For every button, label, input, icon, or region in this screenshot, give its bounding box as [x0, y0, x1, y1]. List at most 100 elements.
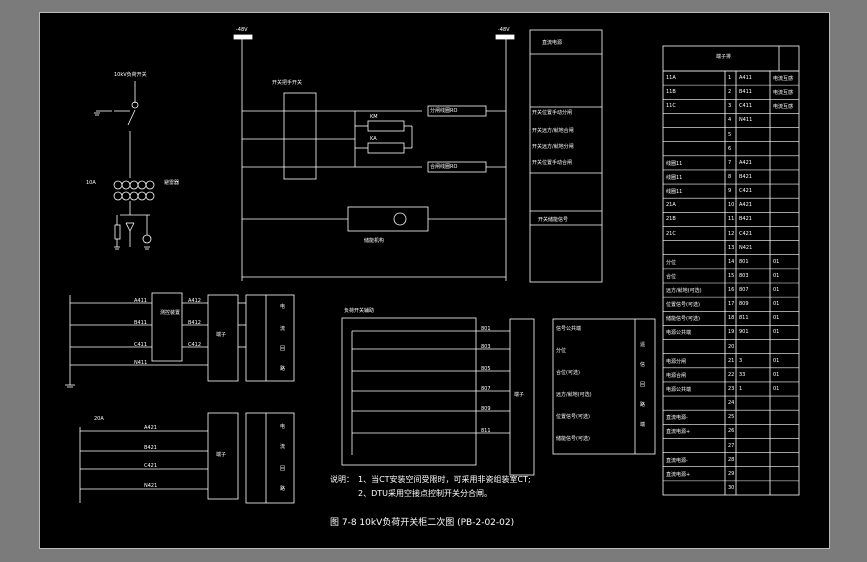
terminal-cell: 28	[728, 456, 735, 463]
signal-header: 直流电源	[542, 40, 563, 46]
sig-row-3: 远方/就地(可选)	[556, 392, 592, 398]
signal-row-2: 开关远方/就地合闸	[532, 128, 574, 134]
ct2-in-0: A421	[144, 425, 157, 431]
terminal-cell: C421	[739, 230, 753, 237]
ct1-out-1: B412	[188, 320, 201, 326]
schematic-lines	[65, 29, 800, 504]
bus-left-label: -48V	[236, 27, 248, 33]
terminal-cell: 4	[728, 117, 732, 124]
motor-label: 储能机构	[364, 238, 385, 244]
sig-side-4: 端	[640, 422, 646, 428]
sig-row-0: 信号公共端	[556, 326, 582, 332]
terminal-cell: A421	[739, 159, 752, 166]
terminal-cell: 33	[739, 371, 746, 378]
ct2-in-3: N421	[144, 483, 158, 489]
arrester-label: 避雷器	[164, 180, 180, 186]
bus-right-label: -48V	[498, 27, 510, 33]
terminal-cell: 直流电源+	[666, 471, 691, 478]
ct1-in-0: A411	[134, 298, 147, 304]
terminal-cell: 01	[773, 371, 780, 378]
aux-out-1: 803	[481, 344, 491, 350]
terminal-cell: B421	[739, 216, 752, 223]
terminal-cell: 3	[728, 103, 732, 110]
terminal-cell: A411	[739, 75, 752, 82]
sig-side-1: 信	[640, 362, 646, 368]
terminal-cell: 21A	[666, 202, 676, 209]
ct2-in-2: C421	[144, 463, 158, 469]
terminal-cell: 电流互感	[773, 76, 794, 83]
terminal-cell: 电流互感	[773, 104, 794, 111]
ct1-side-1: 流	[280, 326, 286, 332]
terminal-cell: 01	[773, 301, 780, 308]
aux-out-4: 809	[481, 406, 491, 412]
terminal-cell: 18	[728, 315, 735, 322]
ct2-side-0: 电	[280, 424, 286, 430]
terminal-cell: 储能信号(可选)	[666, 316, 700, 323]
terminal-cell: 26	[728, 428, 735, 435]
terminal-cell: 电源公共端	[666, 330, 692, 337]
sig-side-2: 回	[640, 382, 646, 388]
terminal-cell: 20	[728, 343, 735, 350]
ct2-term: 端子	[216, 452, 227, 458]
ct1-out-2: C412	[188, 342, 202, 348]
terminal-cell: 30	[728, 484, 735, 491]
terminal-cell: B411	[739, 89, 752, 96]
aux-out-5: 811	[481, 428, 491, 434]
aux-out-2: 805	[481, 366, 491, 372]
close-coil-label: 分闸线圈RO	[430, 108, 458, 114]
terminal-cell: 11A	[666, 75, 676, 82]
terminal-cell: 21B	[666, 216, 676, 223]
terminal-cell: 01	[773, 386, 780, 392]
ct1-side-2: 回	[280, 346, 286, 352]
terminal-cell: N421	[739, 244, 753, 251]
terminal-cell: 01	[773, 315, 780, 322]
ct1-out-0: A412	[188, 298, 201, 304]
terminal-cell: 27	[728, 442, 735, 449]
terminal-cell: C421	[739, 188, 753, 195]
terminal-cell: 线圈11	[666, 175, 683, 181]
terminal-cell: 803	[739, 272, 749, 279]
terminal-cell: 01	[773, 258, 780, 265]
terminal-cell: 分位	[666, 259, 677, 266]
sig-row-1: 分位	[556, 348, 567, 354]
terminal-cell: 901	[739, 329, 749, 336]
terminal-cell: 01	[773, 357, 780, 364]
terminal-cell: 10	[728, 202, 735, 209]
terminal-cell: 809	[739, 301, 749, 308]
ct-label: 10A	[86, 180, 96, 186]
terminal-cell: 线圈11	[666, 160, 683, 167]
terminal-cell: 24	[728, 400, 735, 407]
terminal-cell: 5	[728, 131, 732, 138]
terminal-cell: 807	[739, 287, 749, 294]
ct1-in-2: C411	[134, 342, 148, 348]
terminal-cell: C411	[739, 103, 753, 110]
terminal-cell: B421	[739, 174, 752, 180]
switch-label: 10kV负荷开关	[114, 72, 147, 78]
terminal-cell: 电源公共端	[666, 387, 692, 393]
terminal-cell: 电流互感	[773, 90, 794, 97]
terminal-cell: 2	[728, 89, 732, 96]
terminal-cell: 01	[773, 272, 780, 279]
terminal-table-header: 端子排	[716, 54, 732, 60]
terminal-cell: 电源分闸	[666, 358, 687, 365]
terminal-cell: 801	[739, 258, 749, 265]
aux-out-3: 807	[481, 386, 491, 392]
sig-row-2: 合位(可选)	[556, 370, 580, 376]
terminal-cell: 14	[728, 258, 735, 265]
terminal-cell: 7	[728, 159, 732, 166]
terminal-cell: 29	[728, 470, 735, 477]
terminal-cell: 1	[728, 75, 732, 82]
terminal-cell: 直流电源+	[666, 429, 691, 436]
ct2-label: 20A	[94, 416, 104, 422]
terminal-cell: 直流电源-	[666, 457, 688, 464]
terminal-cell: 6	[728, 145, 732, 152]
terminal-cell: 1	[739, 386, 743, 392]
terminal-cell: 01	[773, 287, 780, 294]
signal-row-5: 开关储能信号	[538, 217, 569, 223]
terminal-cell: 23	[728, 386, 735, 392]
terminal-cell: 直流电源-	[666, 415, 688, 422]
ct2-side-3: 路	[280, 486, 286, 492]
sig-side-0: 遥	[640, 342, 646, 348]
terminal-cell: 电源合闸	[666, 372, 687, 379]
signal-row-4: 开关位置手动合闸	[532, 160, 573, 166]
